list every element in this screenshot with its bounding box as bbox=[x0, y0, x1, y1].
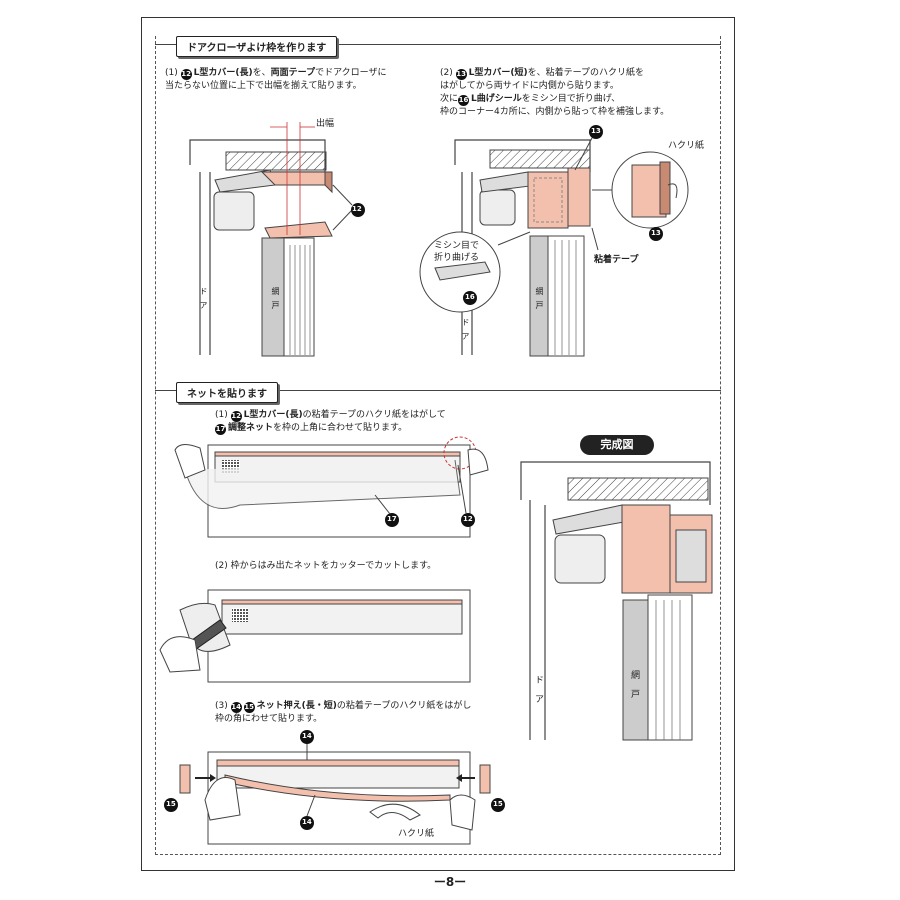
step-b2-text: (2) 枠からはみ出たネットをカッターでカットします。 bbox=[215, 561, 437, 571]
section-rule-2 bbox=[155, 390, 721, 391]
amido-label-a2: 網戸 bbox=[535, 287, 544, 315]
nenchaku-label: 粘着テープ bbox=[594, 255, 639, 265]
hakuri-label-2: ハクリ紙 bbox=[398, 829, 435, 839]
callout-16: 16 bbox=[465, 293, 475, 301]
mishin-label-1: ミシン目で bbox=[434, 241, 480, 251]
section-rule bbox=[155, 44, 721, 45]
amido-label-a1: 網戸 bbox=[271, 287, 280, 315]
finished-badge: 完成図 bbox=[580, 435, 654, 455]
mishin-label-2: 折り曲げる bbox=[434, 253, 480, 263]
amido-label-finished: 網戸 bbox=[629, 670, 639, 708]
door-label-finished: ドア bbox=[533, 675, 543, 713]
callout-14-a: 14 bbox=[302, 732, 312, 740]
callout-12-b: 12 bbox=[463, 515, 473, 523]
section-title-closer-frame: ドアクローザよけ枠を作ります bbox=[176, 36, 338, 57]
door-label-a2: ドア bbox=[461, 318, 470, 346]
callout-17: 17 bbox=[387, 515, 397, 523]
page-number: ー8ー bbox=[433, 875, 467, 889]
debaba-label: 出幅 bbox=[316, 119, 335, 129]
dashed-border bbox=[155, 36, 721, 855]
callout-14-b: 14 bbox=[302, 818, 312, 826]
callout-12-a: 12 bbox=[352, 205, 362, 213]
door-label-a1: ドア bbox=[199, 287, 208, 315]
section-title-net: ネットを貼ります bbox=[176, 382, 278, 403]
callout-15-b: 15 bbox=[493, 800, 503, 808]
callout-13-b: 13 bbox=[651, 229, 661, 237]
callout-15-a: 15 bbox=[166, 800, 176, 808]
hakuri-label: ハクリ紙 bbox=[668, 141, 705, 151]
callout-13-a: 13 bbox=[591, 127, 601, 135]
page-frame bbox=[141, 17, 735, 871]
